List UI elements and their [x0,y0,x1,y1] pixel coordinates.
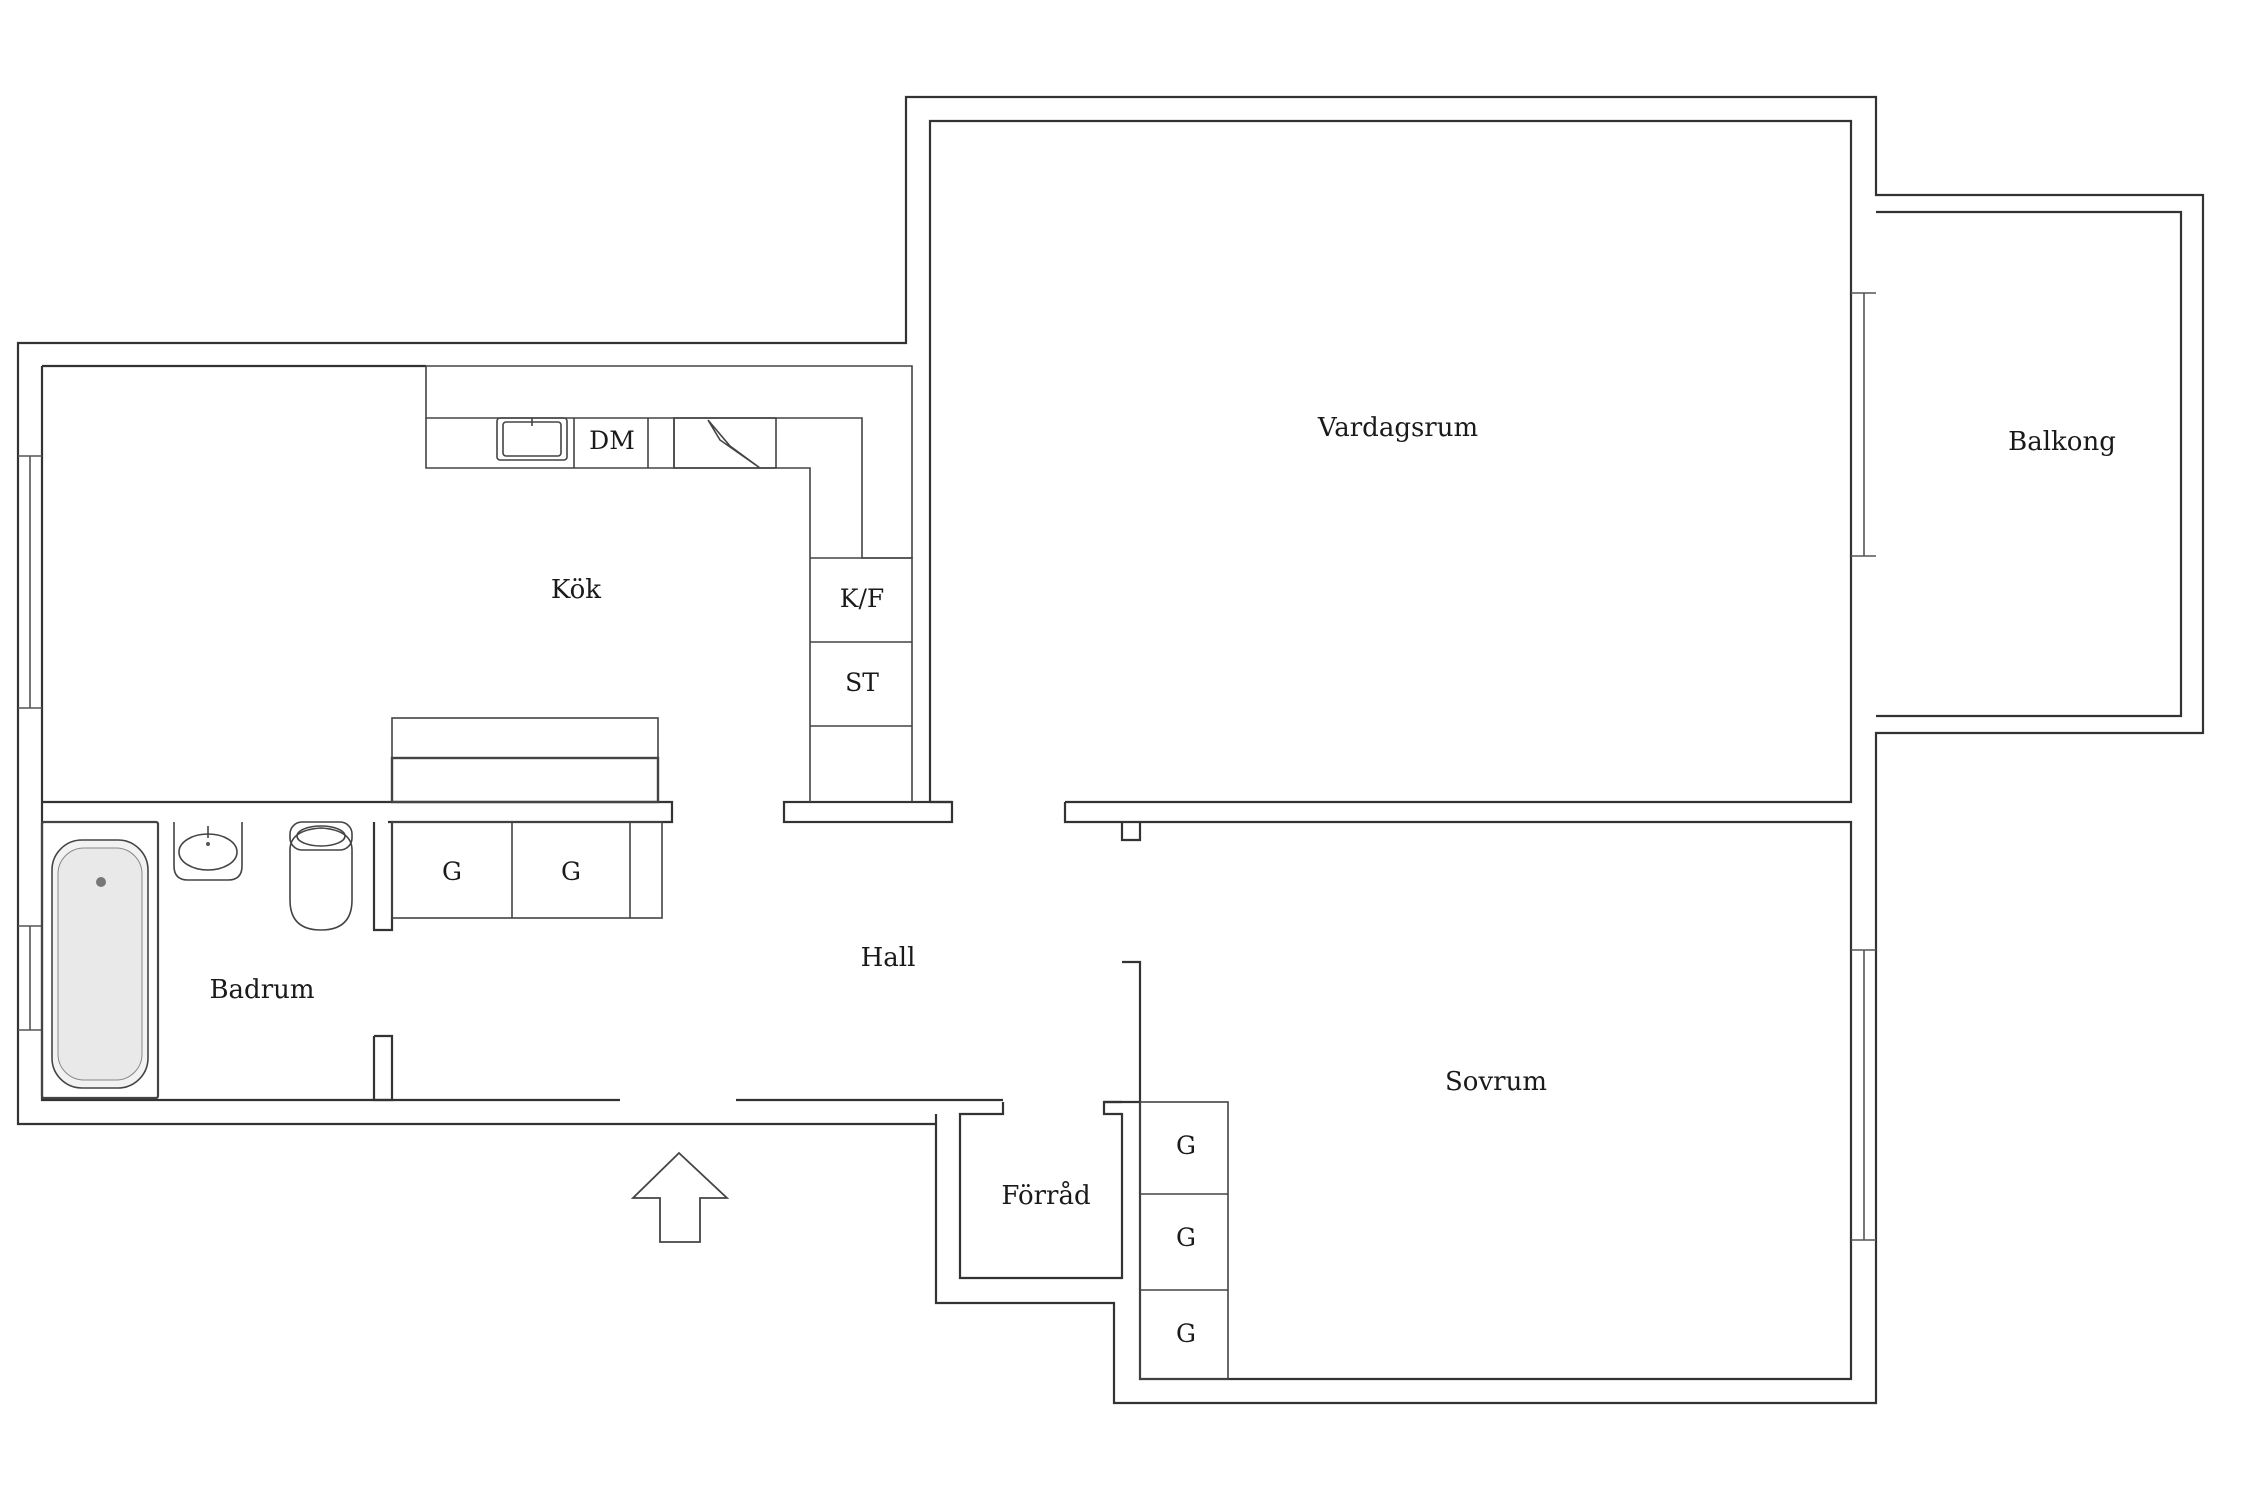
room-label-forrad: Förråd [1001,1180,1090,1211]
fixture-label-stove: ST [845,668,879,697]
fixture-label-wardrobe: G [561,857,581,886]
fixture-label-fridge-freezer: K/F [840,584,884,613]
fixture-label-dishwasher: DM [589,426,635,455]
interior-walls [42,800,1142,1280]
outer-walls [16,95,2205,1405]
room-label-vardagsrum: Vardagsrum [1317,413,1478,443]
bedroom-wardrobes [1139,1101,1229,1380]
fixture-label-wardrobe: G [1176,1131,1196,1160]
entrance-arrow-icon [630,1151,730,1243]
room-label-kok: Kök [551,575,601,605]
fixture-label-wardrobe: G [1176,1319,1196,1348]
room-label-sovrum: Sovrum [1445,1067,1547,1097]
windows [18,292,1876,1241]
kitchen-fixtures [390,365,913,804]
fixture-label-wardrobe: G [1176,1223,1196,1252]
hall-wardrobes [391,821,663,919]
room-label-badrum: Badrum [209,975,314,1005]
room-label-balkong: Balkong [2008,427,2116,457]
room-label-hall: Hall [861,943,916,973]
fixture-label-wardrobe: G [442,857,462,886]
bathroom-fixtures [40,820,353,1100]
